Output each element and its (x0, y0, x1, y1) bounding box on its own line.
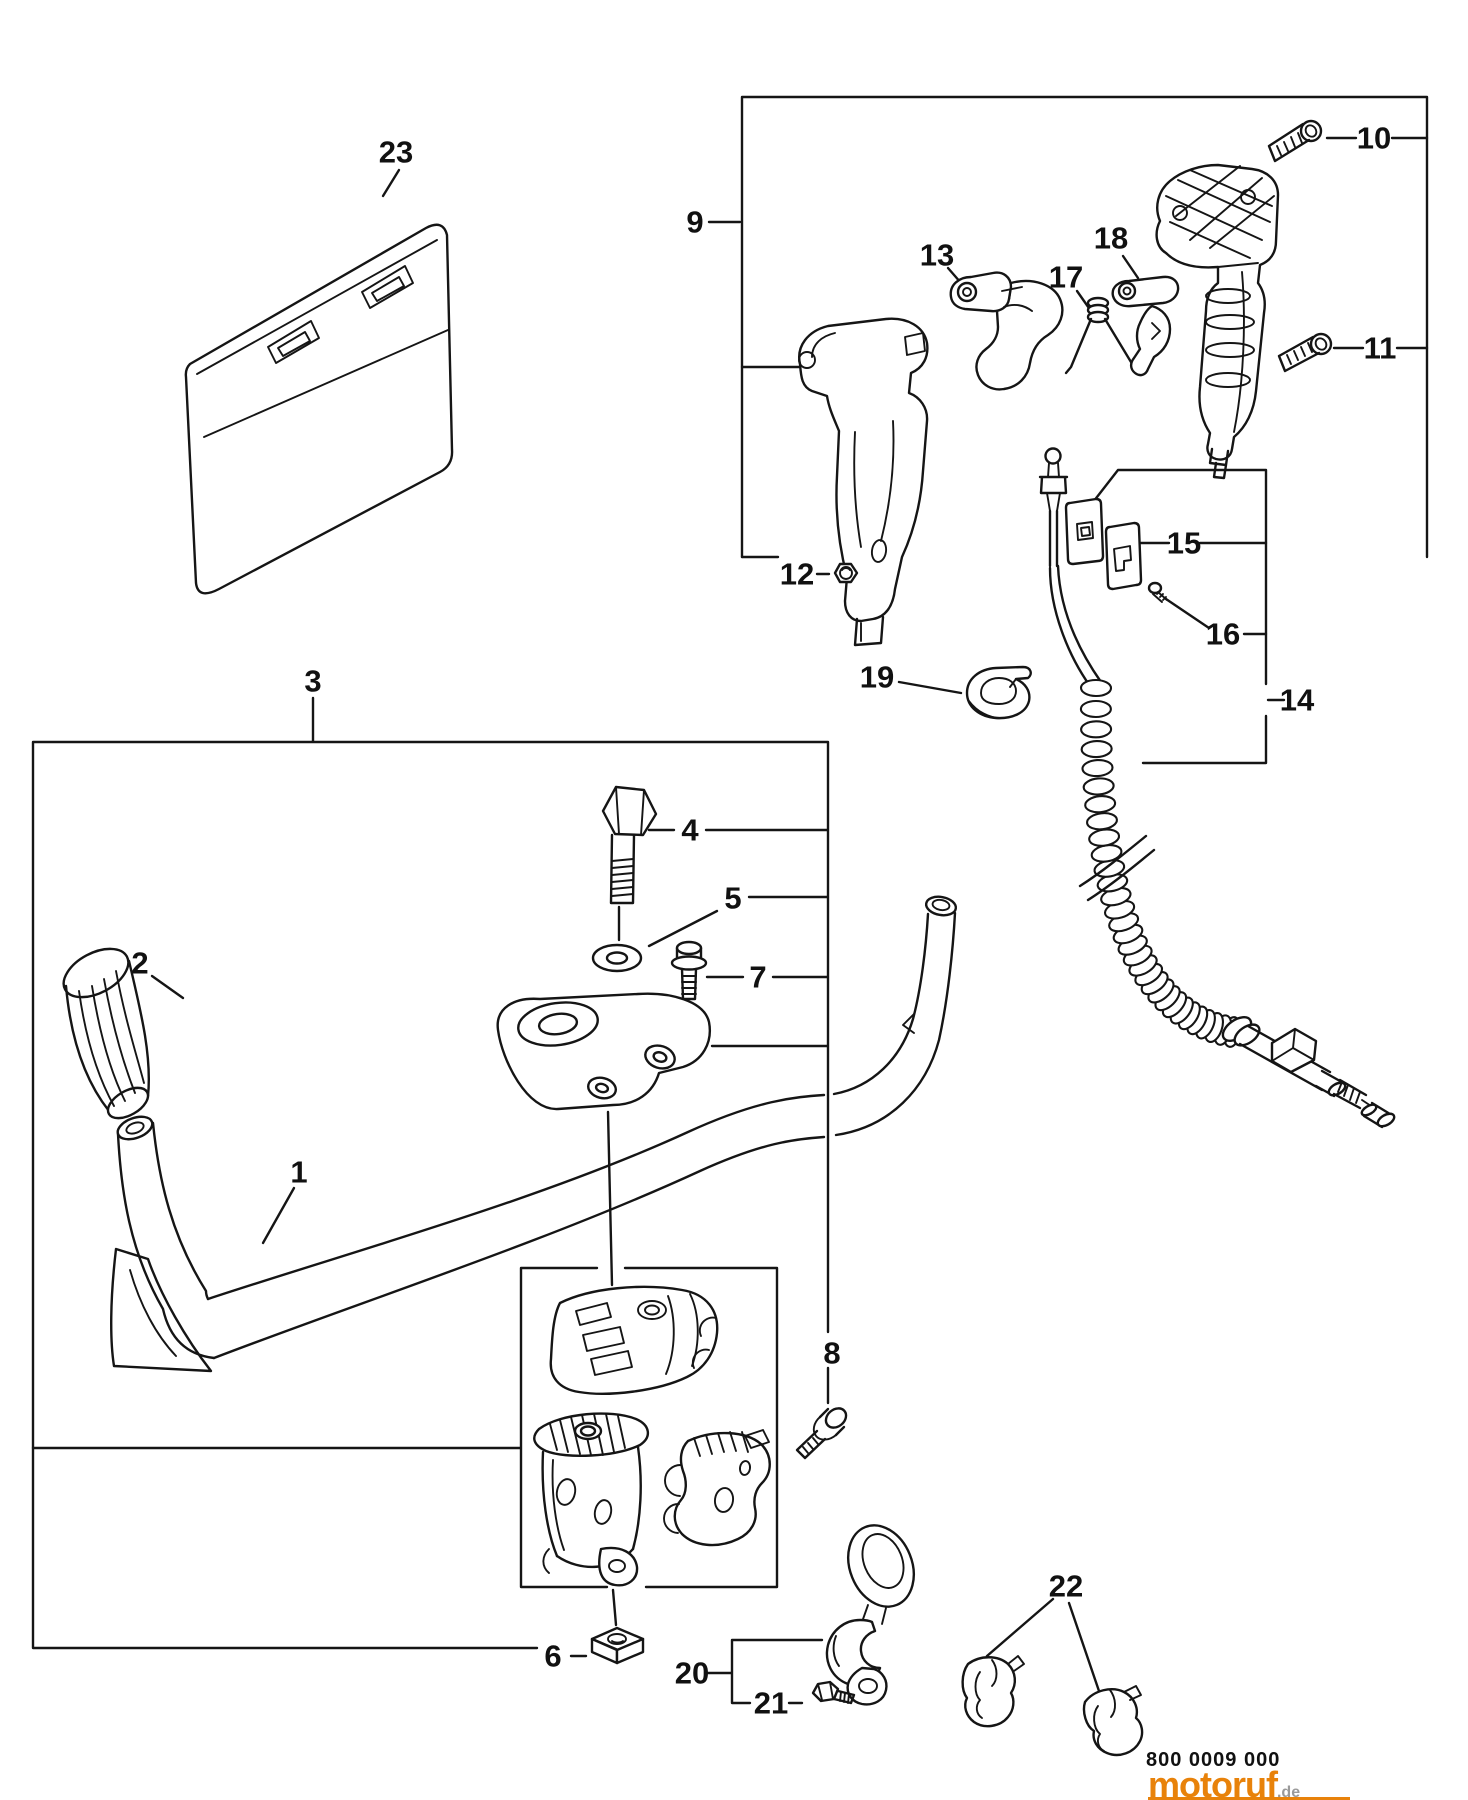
part-9-left-handle-half (798, 317, 929, 647)
group-callout-leaders (150, 136, 1429, 1705)
part-7-screw (670, 940, 708, 1001)
handlebar-gusset (110, 1247, 213, 1373)
part-label-23: 23 (379, 135, 413, 170)
part-label-13: 13 (920, 238, 954, 273)
part-3-upper-clamp (549, 1285, 719, 1395)
part-14-throttle-cable (1038, 447, 1396, 1129)
logo-suffix: .de (1276, 1784, 1301, 1800)
cable-wires (1048, 564, 1103, 688)
logo: motoruf.de (1148, 1764, 1350, 1800)
part-2-grip (62, 947, 151, 1120)
box-clamp-inner (519, 1266, 779, 1589)
box-handlebar-kit-3 (31, 740, 830, 1650)
box-cable-kit-14 (1088, 468, 1268, 765)
part-21-bolt (811, 1680, 856, 1705)
part-label-9: 9 (686, 205, 703, 240)
part-22-clamp-b (1082, 1685, 1144, 1757)
logo-underline (1148, 1797, 1350, 1800)
leader-22 (985, 1597, 1102, 1696)
leader-16 (1164, 597, 1268, 636)
part-label-5: 5 (724, 881, 741, 916)
part-11-screw (1277, 332, 1333, 373)
part-6-square-nut (590, 1626, 645, 1665)
leader-19 (897, 680, 963, 695)
part-label-7: 7 (749, 960, 766, 995)
part-10-screw (1267, 119, 1323, 163)
part-label-18: 18 (1094, 221, 1128, 256)
coil-turn (1081, 758, 1114, 778)
cable-break-mark (1078, 834, 1156, 902)
part-label-17: 17 (1049, 260, 1083, 295)
group-boxes (31, 95, 1429, 1650)
logo-text: motoruf (1148, 1764, 1278, 1800)
part-9-right-handle-half (1155, 163, 1280, 480)
part-label-2: 2 (131, 946, 148, 981)
part-label-19: 19 (860, 660, 894, 695)
part-label-8: 8 (823, 1336, 840, 1371)
part-label-15: 15 (1167, 526, 1201, 561)
part-17-trigger-spring (1064, 296, 1142, 375)
coil-turn (1080, 720, 1113, 739)
part-3-lower-bracket (533, 1412, 649, 1587)
part-19-cable-clip (965, 665, 1032, 720)
part-12-nut (833, 562, 859, 584)
coil-turn (1082, 777, 1115, 796)
part-label-22: 22 (1049, 1569, 1083, 1604)
part-13-throttle-trigger (949, 271, 1064, 391)
leader-1 (261, 1186, 296, 1245)
part-label-21: 21 (754, 1686, 788, 1721)
handlebar-bottom-edge (212, 911, 957, 1360)
part-label-6: 6 (544, 1639, 561, 1674)
leader-bracket-nut (611, 1588, 618, 1627)
part-label-20: 20 (675, 1656, 709, 1691)
coil-turn (1088, 828, 1121, 847)
part-16-switch-screw (1147, 581, 1168, 603)
leader-2 (150, 974, 185, 1000)
leader-20-bracket (703, 1638, 824, 1705)
part-label-10: 10 (1357, 121, 1391, 156)
leader-5 (647, 895, 829, 948)
part-label-4: 4 (681, 813, 699, 848)
part-15-switch (1064, 497, 1143, 591)
box-handle-kit-9 (740, 95, 1429, 559)
part-label-16: 16 (1206, 617, 1240, 652)
leader-plate-down (606, 1110, 614, 1287)
part-18-lockout-lever (1111, 275, 1180, 377)
part-20-cable-holder (825, 1524, 915, 1706)
part-23-cover-panel (184, 223, 454, 595)
coil-turn (1079, 699, 1112, 719)
coil-turn (1079, 678, 1113, 698)
part-code-text: 800 0009 000 (1146, 1749, 1281, 1771)
coil-turn (1084, 795, 1117, 814)
part-label-12: 12 (780, 557, 814, 592)
cable-coil (1079, 678, 1242, 1048)
part-3-mount-plate (496, 992, 712, 1111)
part-label-3: 3 (304, 664, 321, 699)
part-4-bolt (601, 785, 658, 905)
part-3-right-clamp-half (663, 1429, 771, 1547)
handlebar-top-edge (206, 912, 930, 1301)
coil-turn (1080, 739, 1113, 759)
part-22-clamp-a (961, 1655, 1025, 1728)
part-5-washer (591, 943, 643, 973)
coil-turn (1085, 812, 1118, 831)
leader-23 (381, 168, 401, 198)
part-label-11: 11 (1364, 331, 1397, 366)
part-1-handlebar (110, 895, 958, 1373)
part-label-1: 1 (290, 1155, 307, 1190)
part-label-14: 14 (1280, 683, 1315, 718)
leader-18 (1121, 254, 1140, 280)
part-8-clamp-screw (795, 1407, 848, 1460)
